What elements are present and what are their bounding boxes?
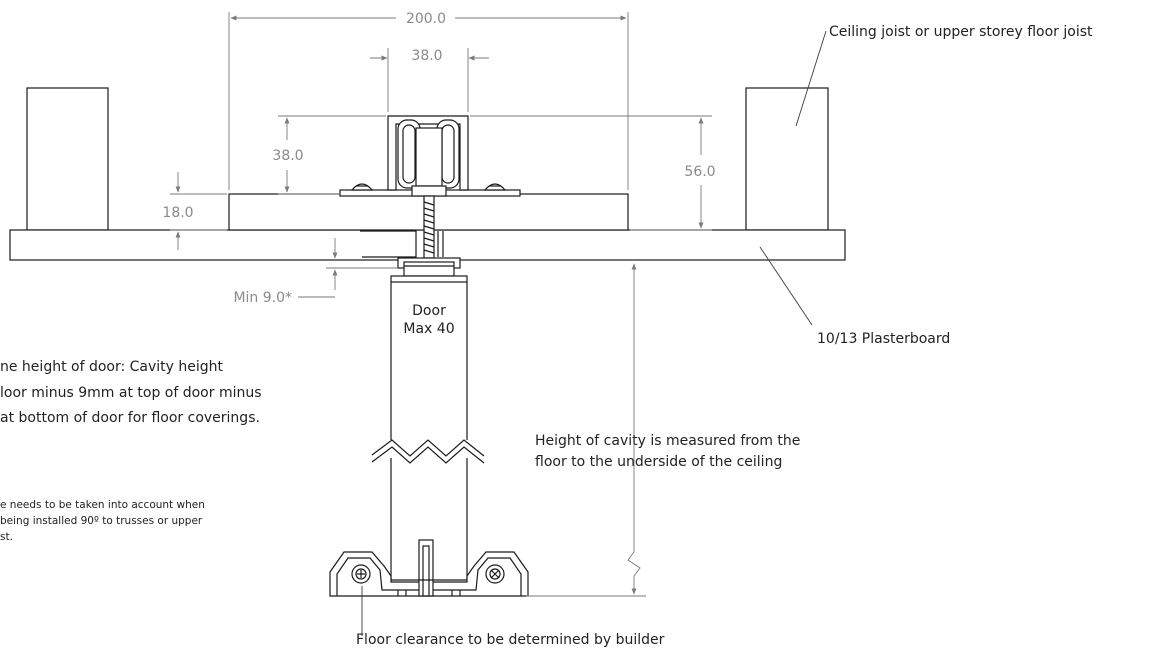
dim-block-height-label: 56.0 (684, 164, 715, 180)
plasterboard-slot (360, 230, 417, 258)
dim-track-width-label: 38.0 (411, 48, 442, 64)
dim-plate-thickness-label: 18.0 (162, 205, 193, 221)
note-small-line2: being installed 90º to trusses or upper (0, 515, 203, 527)
track-profile (350, 115, 507, 197)
floor-clearance-label: Floor clearance to be determined by buil… (356, 632, 665, 648)
note-height-line1: ne height of door: Cavity height (0, 359, 224, 375)
dim-min-gap (298, 238, 398, 298)
dim-track-height-label: 38.0 (272, 148, 303, 164)
left-joist (26, 87, 109, 231)
right-joist (745, 87, 829, 231)
note-height-line3: at bottom of door for floor coverings. (0, 410, 260, 426)
plasterboard-label: 10/13 Plasterboard (817, 331, 950, 347)
door-hanger-bracket (390, 257, 468, 283)
door-label-line2: Max 40 (403, 321, 454, 337)
plasterboard-leader (759, 246, 813, 326)
note-height-line2: loor minus 9mm at top of door minus (0, 385, 262, 401)
dim-cavity-height (526, 263, 646, 597)
door-panel (371, 282, 485, 580)
joist-leader (795, 30, 827, 127)
note-small-line1: e needs to be taken into account when (0, 499, 205, 511)
floor-guide (329, 539, 529, 597)
hanger-bolt (423, 195, 435, 259)
dim-overall-width (228, 12, 629, 190)
dim-track-height (278, 115, 386, 195)
joist-label: Ceiling joist or upper storey floor jois… (829, 24, 1093, 40)
cavity-label-line1: Height of cavity is measured from the (535, 433, 800, 449)
door-label-line1: Door (412, 303, 446, 319)
note-small-line3: st. (0, 531, 13, 543)
cavity-label-line2: floor to the underside of the ceiling (535, 454, 782, 470)
dim-min-gap-label: Min 9.0* (233, 290, 292, 306)
dim-overall-label: 200.0 (406, 11, 446, 27)
dim-block-height (470, 115, 712, 231)
dim-track-width (370, 48, 489, 112)
dim-plate-thickness (170, 172, 227, 250)
